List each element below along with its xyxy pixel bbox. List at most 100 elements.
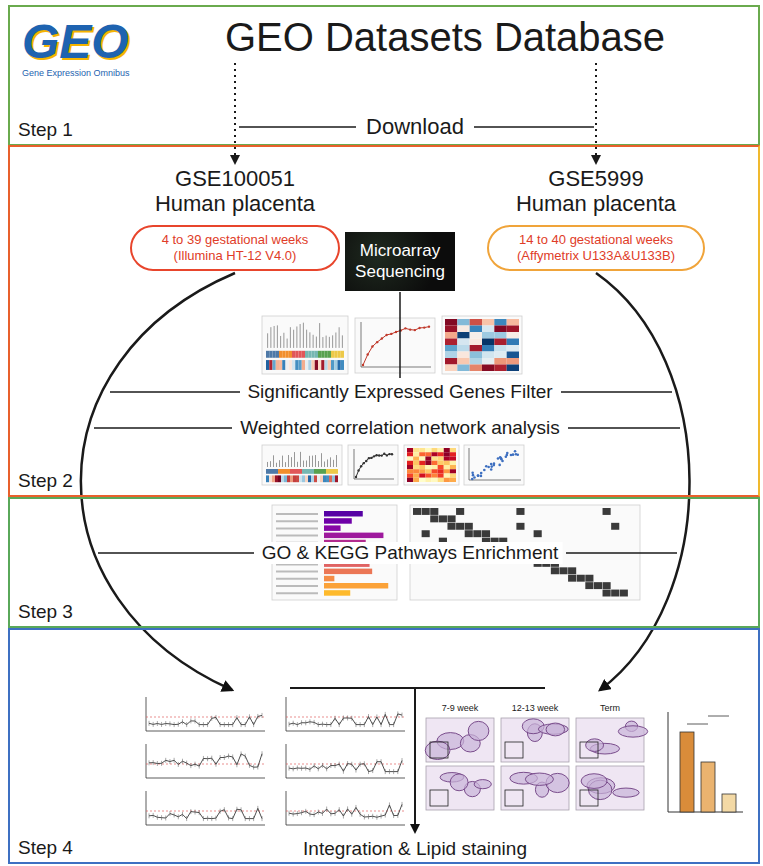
villus-section — [581, 774, 607, 789]
trait-cell — [308, 360, 311, 370]
trait-cell — [302, 360, 305, 370]
error-bar — [165, 758, 166, 763]
error-bar — [169, 721, 170, 726]
trait-cell — [323, 475, 326, 482]
trait-cell — [305, 475, 308, 482]
error-bar — [330, 722, 331, 727]
heatmap-cell — [413, 452, 419, 456]
thumbnail-frame — [442, 316, 522, 374]
error-bar — [376, 759, 377, 764]
heatmap-cell — [494, 326, 506, 333]
error-bar — [211, 816, 212, 821]
heatmap-cell — [445, 332, 457, 339]
error-bar — [182, 812, 183, 817]
error-bar — [360, 722, 361, 727]
plot-point — [423, 326, 425, 328]
heatmap-cell — [482, 319, 494, 326]
error-bar — [381, 759, 382, 764]
heatmap-cell — [457, 326, 469, 333]
plot-point — [385, 334, 387, 336]
error-bar — [305, 766, 306, 771]
enrichment-bar — [324, 511, 363, 517]
bracket-line — [568, 427, 680, 429]
trait-cell — [269, 360, 272, 370]
error-bar — [309, 812, 310, 817]
error-bar — [393, 769, 394, 774]
heatmap-cell — [507, 319, 519, 326]
heatmap-cell — [482, 339, 494, 346]
error-bar — [389, 769, 390, 774]
heatmap-cell — [444, 457, 450, 461]
term-placeholder — [276, 592, 318, 594]
module-color — [295, 351, 298, 358]
matrix-cell — [611, 523, 619, 530]
trait-cell — [296, 475, 299, 482]
step-band: Step 2GSE100051 Human placenta4 to 39 ge… — [8, 145, 760, 497]
bar — [722, 794, 736, 812]
module-color — [338, 351, 341, 358]
module-color — [286, 351, 289, 358]
expression-chart — [286, 744, 405, 778]
plot-point — [388, 453, 390, 455]
error-bar — [335, 716, 336, 721]
error-bar — [301, 766, 302, 771]
heatmap-cell — [494, 332, 506, 339]
error-bar — [249, 816, 250, 821]
plot-line — [149, 754, 262, 767]
heatmap-cell — [444, 461, 450, 465]
matrix-cell — [559, 567, 567, 574]
module-color — [328, 351, 331, 358]
chart-axis — [469, 480, 521, 481]
error-bar — [293, 766, 294, 771]
heatmap-cell — [425, 478, 431, 482]
module-color — [315, 351, 318, 358]
trait-cell — [334, 360, 337, 370]
heatmap-cell — [413, 465, 419, 469]
error-bar — [241, 751, 242, 756]
error-bar — [228, 722, 229, 727]
heatmap-cell — [413, 474, 419, 478]
plot-point — [376, 341, 378, 343]
heatmap-cell — [425, 469, 431, 473]
dendrogram-branch — [306, 460, 307, 467]
error-bar — [397, 813, 398, 818]
error-bar — [318, 766, 319, 771]
module-color — [266, 469, 269, 474]
heatmap-cell — [444, 452, 450, 456]
lipid-stain-image — [501, 718, 569, 762]
error-bar — [207, 756, 208, 761]
chart-axis — [286, 731, 405, 732]
chart-axis — [354, 479, 394, 480]
heatmap-cell — [407, 457, 413, 461]
thumbnail-frame — [348, 445, 398, 485]
heatmap-cell — [470, 332, 482, 339]
error-bar — [174, 758, 175, 763]
error-bar — [153, 760, 154, 765]
module-color — [329, 469, 332, 474]
threshold-line — [146, 811, 265, 812]
error-bar — [322, 763, 323, 768]
error-bar — [245, 754, 246, 759]
heatmap-cell — [432, 465, 438, 469]
heatmap-cell — [432, 461, 438, 465]
error-bar — [322, 722, 323, 727]
error-bar — [368, 714, 369, 719]
error-bar — [402, 713, 403, 718]
heatmap-cell — [413, 457, 419, 461]
matrix-cell — [465, 523, 473, 530]
error-bar — [232, 722, 233, 727]
dendrogram-branch — [293, 330, 294, 348]
trait-cell — [292, 360, 295, 370]
matrix-cell — [473, 530, 481, 537]
expression-chart — [286, 791, 405, 825]
lipid-stain-image — [576, 766, 644, 810]
dataset-range: 14 to 40 gestational weeks (Affymetrix U… — [501, 232, 691, 265]
dendrogram-branch — [309, 456, 310, 467]
plot-point — [386, 454, 388, 456]
module-color — [312, 351, 315, 358]
error-bar — [393, 813, 394, 818]
error-bar — [355, 722, 356, 727]
error-bar — [157, 761, 158, 766]
dendrogram-branch — [333, 460, 334, 467]
